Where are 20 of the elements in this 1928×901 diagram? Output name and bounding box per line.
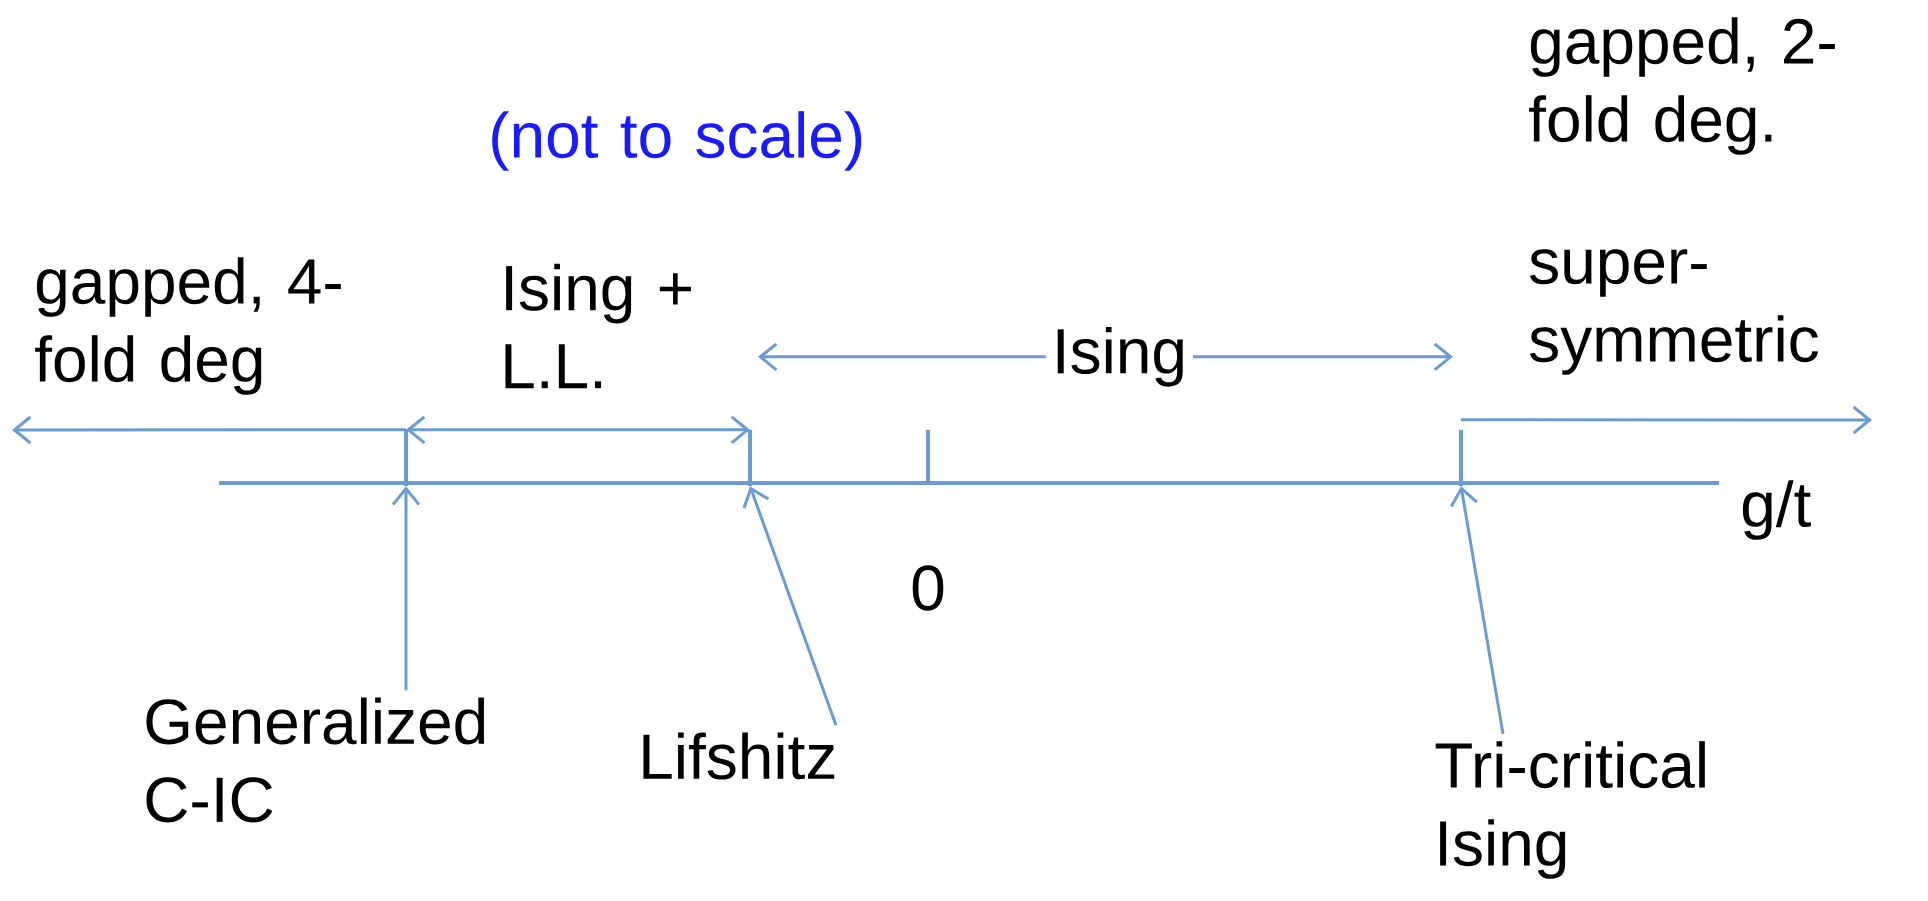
axis-label: g/t — [1742, 480, 1811, 540]
tick-mark — [748, 430, 752, 486]
point-label: Tri-critical Ising — [1435, 741, 1705, 879]
region-label: super-symmetric — [1530, 249, 1819, 375]
range-arrow — [406, 415, 750, 444]
region-label: gapped, 2-fold deg. — [1529, 17, 1835, 155]
region-label: Ising + L.L. — [505, 263, 691, 389]
region-label: gapped, 4-fold deg — [35, 257, 341, 395]
note-text: (not to scale) — [492, 111, 862, 171]
tick-label: 0 — [912, 565, 944, 611]
tick-mark — [404, 430, 408, 486]
leader-arrow — [391, 486, 421, 691]
edge-label: Ising — [1045, 320, 1193, 393]
point-label: Lifshitz — [643, 732, 835, 780]
range-arrow — [1461, 405, 1872, 435]
leader-arrow — [1449, 486, 1505, 735]
tick-mark — [1459, 430, 1463, 486]
point-label: Generalized C-IC — [146, 697, 485, 823]
range-arrow — [12, 415, 406, 445]
leader-arrow — [742, 486, 838, 726]
